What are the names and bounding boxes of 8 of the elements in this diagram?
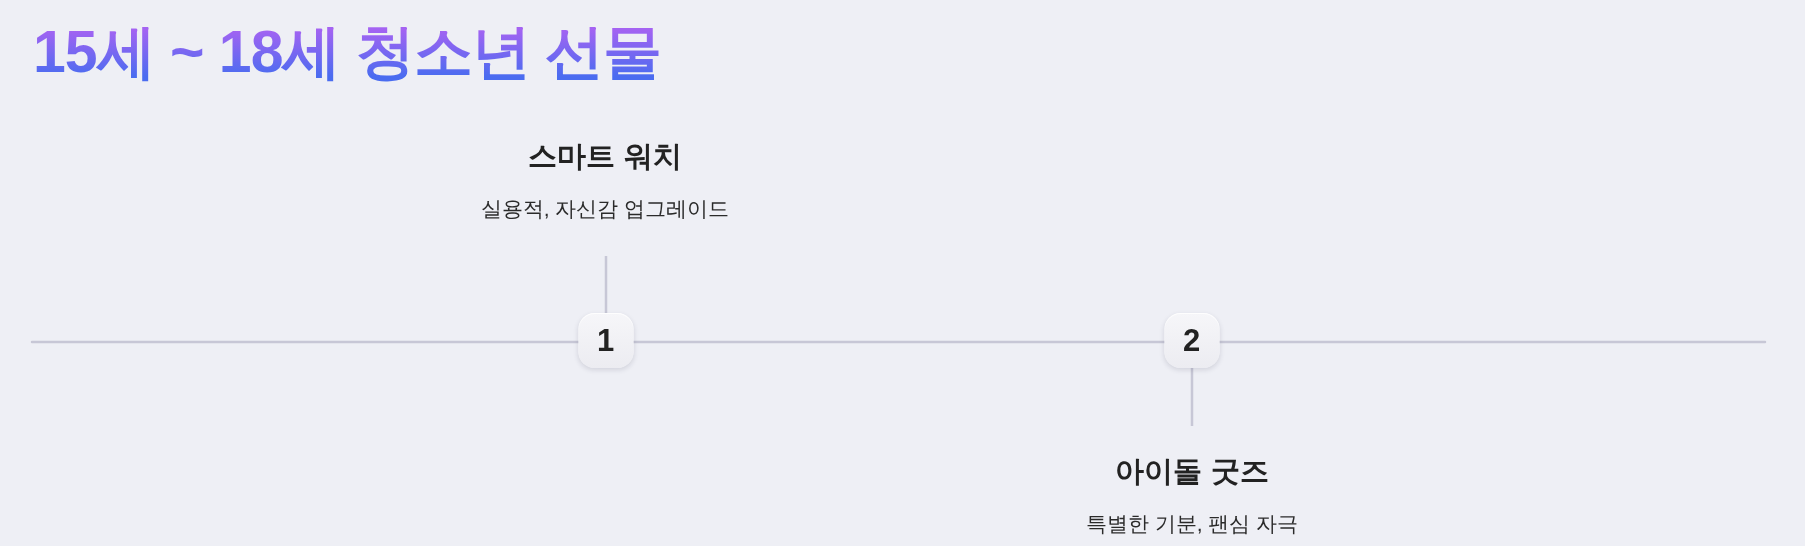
leader-line [1190, 368, 1194, 426]
item-description: 실용적, 자신감 업그레이드 [480, 195, 730, 222]
item-description: 특별한 기분, 팬심 자극 [1085, 510, 1299, 537]
step-number-badge: 1 [578, 313, 633, 368]
leader-line [604, 256, 608, 313]
step-number-badge: 2 [1164, 313, 1219, 368]
item-title: 아이돌 굿즈 [1115, 454, 1269, 489]
item-title: 스마트 워치 [528, 139, 682, 174]
